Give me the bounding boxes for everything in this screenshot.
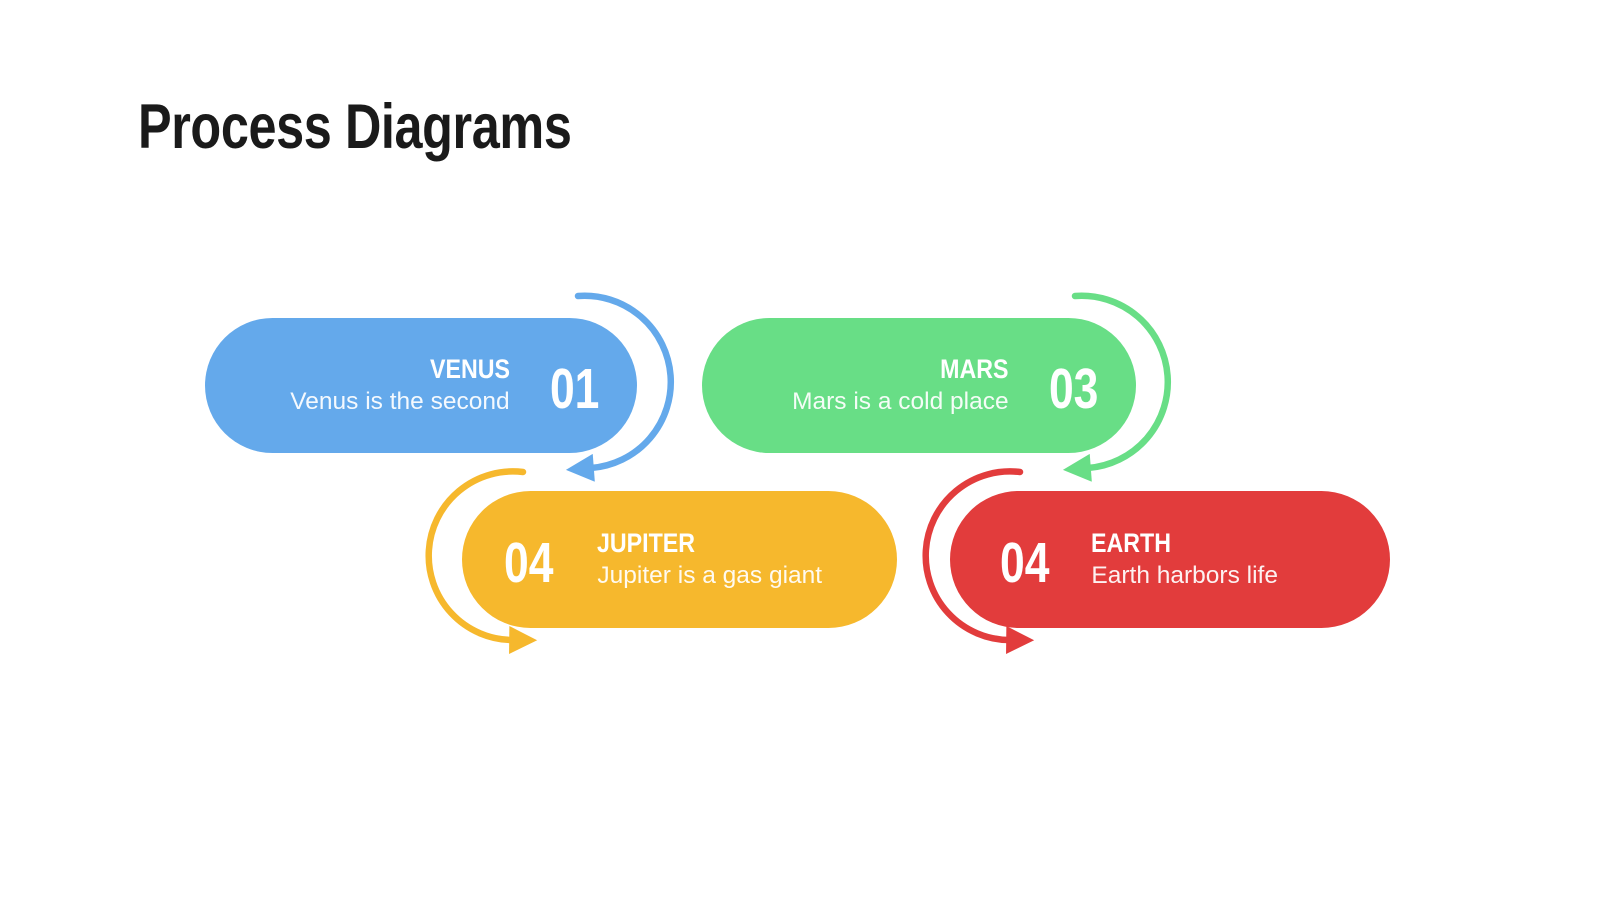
step-description-jupiter: Jupiter is a gas giant bbox=[597, 561, 823, 589]
step-label-earth: EARTH bbox=[1091, 528, 1278, 559]
step-label-jupiter: JUPITER bbox=[597, 528, 822, 559]
step-label-mars: MARS bbox=[792, 354, 1009, 385]
step-description-mars: Mars is a cold place bbox=[792, 387, 1009, 415]
step-text-earth: EARTH Earth harbors life bbox=[1091, 529, 1278, 590]
step-description-earth: Earth harbors life bbox=[1091, 561, 1278, 589]
step-text-mars: MARS Mars is a cold place bbox=[792, 355, 1009, 416]
step-description-venus: Venus is the second bbox=[290, 387, 510, 415]
step-number-mars-text: 03 bbox=[1048, 357, 1098, 421]
step-number-earth-text: 04 bbox=[1000, 531, 1050, 595]
step-card-jupiter: 04 JUPITER Jupiter is a gas giant bbox=[462, 491, 897, 628]
step-card-mars: MARS Mars is a cold place 03 bbox=[702, 318, 1136, 453]
step-text-venus: VENUS Venus is the second bbox=[290, 355, 509, 416]
step-number-venus: 01 bbox=[536, 361, 599, 418]
step-number-jupiter: 04 bbox=[504, 535, 567, 592]
step-label-earth-text: EARTH bbox=[1091, 528, 1172, 559]
step-label-jupiter-text: JUPITER bbox=[597, 528, 696, 559]
step-number-mars: 03 bbox=[1035, 361, 1098, 418]
step-number-venus-text: 01 bbox=[549, 357, 599, 421]
step-card-venus: VENUS Venus is the second 01 bbox=[205, 318, 637, 453]
page-title: Process Diagrams bbox=[138, 94, 680, 160]
step-number-earth: 04 bbox=[1000, 535, 1063, 592]
step-text-jupiter: JUPITER Jupiter is a gas giant bbox=[597, 529, 822, 590]
page-title-text: Process Diagrams bbox=[138, 92, 572, 162]
step-number-jupiter-text: 04 bbox=[504, 531, 554, 595]
step-card-earth: 04 EARTH Earth harbors life bbox=[950, 491, 1390, 628]
step-label-venus: VENUS bbox=[290, 354, 510, 385]
step-label-venus-text: VENUS bbox=[429, 354, 510, 385]
step-label-mars-text: MARS bbox=[940, 354, 1009, 385]
